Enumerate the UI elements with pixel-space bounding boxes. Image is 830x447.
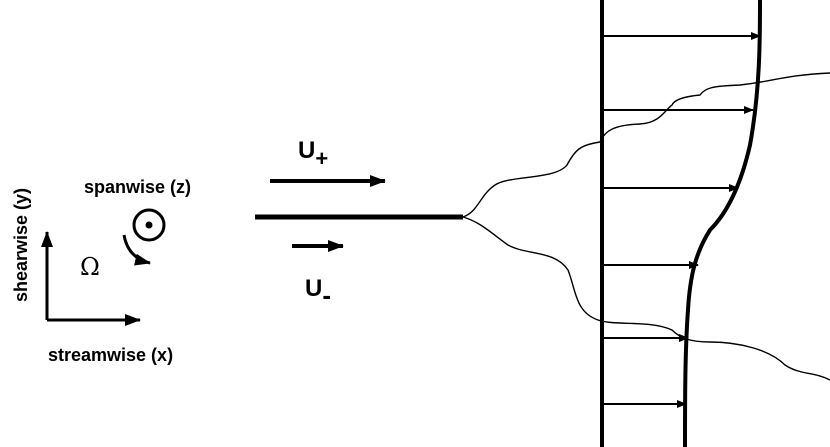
u-minus-subscript: - — [322, 280, 331, 310]
coordinate-axes — [41, 231, 141, 326]
u-plus-subscript: + — [315, 146, 328, 171]
spanwise-axis-label: spanwise (z) — [84, 177, 191, 197]
u-plus-base: U — [298, 137, 315, 164]
u-plus-label: U+ — [298, 137, 328, 171]
velocity-profile-curve — [683, 0, 762, 447]
u-minus-base: U — [305, 275, 322, 302]
shearwise-axis-label: shearwise (y) — [11, 188, 31, 302]
profile-vector-arrows — [602, 32, 761, 408]
upper-interface-curve — [462, 72, 830, 218]
omega-label: Ω — [80, 253, 100, 281]
lower-interface-curve — [462, 216, 830, 381]
streamwise-axis-label: streamwise (x) — [48, 345, 173, 365]
clockwise-arrow-icon — [122, 234, 151, 266]
circled-dot-icon — [132, 208, 166, 242]
u-minus-label: U- — [305, 275, 331, 310]
